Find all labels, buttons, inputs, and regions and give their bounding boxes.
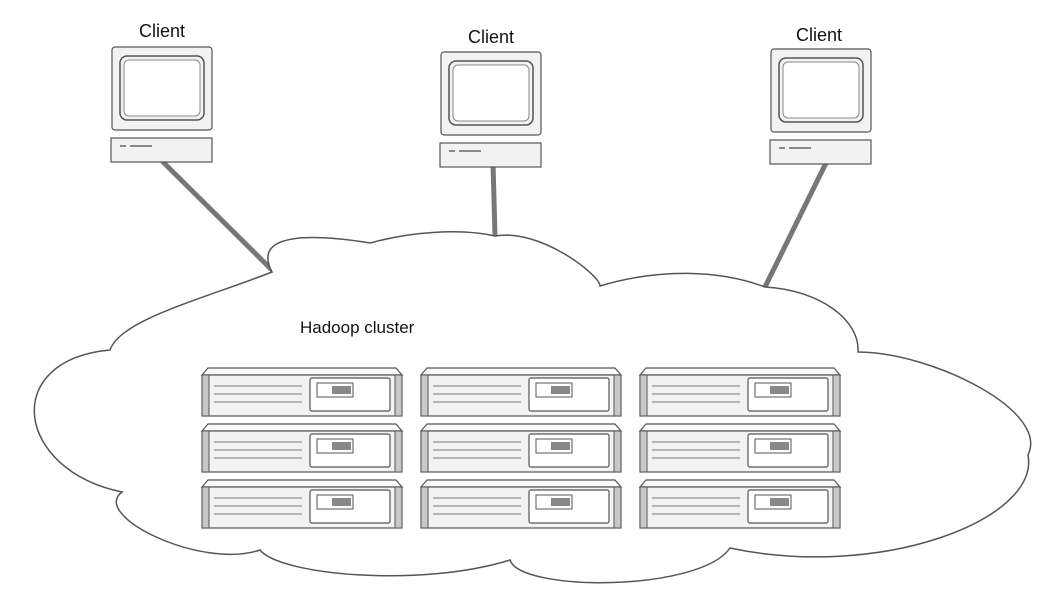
server-node-icon — [638, 423, 842, 473]
server-node-icon — [638, 479, 842, 529]
server-node-icon — [200, 479, 404, 529]
server-node-icon — [419, 423, 623, 473]
server-grid — [200, 367, 842, 529]
server-node-icon — [638, 367, 842, 417]
server-node-icon — [200, 367, 404, 417]
client-computer-icon — [769, 48, 872, 165]
client-computer-icon — [110, 46, 213, 163]
server-node-icon — [419, 479, 623, 529]
client-computer-icon — [439, 51, 542, 168]
connector-line-2 — [490, 160, 498, 239]
client-computers — [110, 46, 872, 168]
client-label-2: Client — [467, 27, 515, 47]
server-node-icon — [419, 367, 623, 417]
cluster-label: Hadoop cluster — [300, 318, 415, 337]
connector-line-3 — [762, 160, 829, 290]
client-label-1: Client — [138, 21, 186, 41]
connectors — [160, 159, 829, 290]
client-label-3: Client — [795, 25, 843, 45]
server-node-icon — [200, 423, 404, 473]
connector-line-1 — [160, 159, 278, 276]
